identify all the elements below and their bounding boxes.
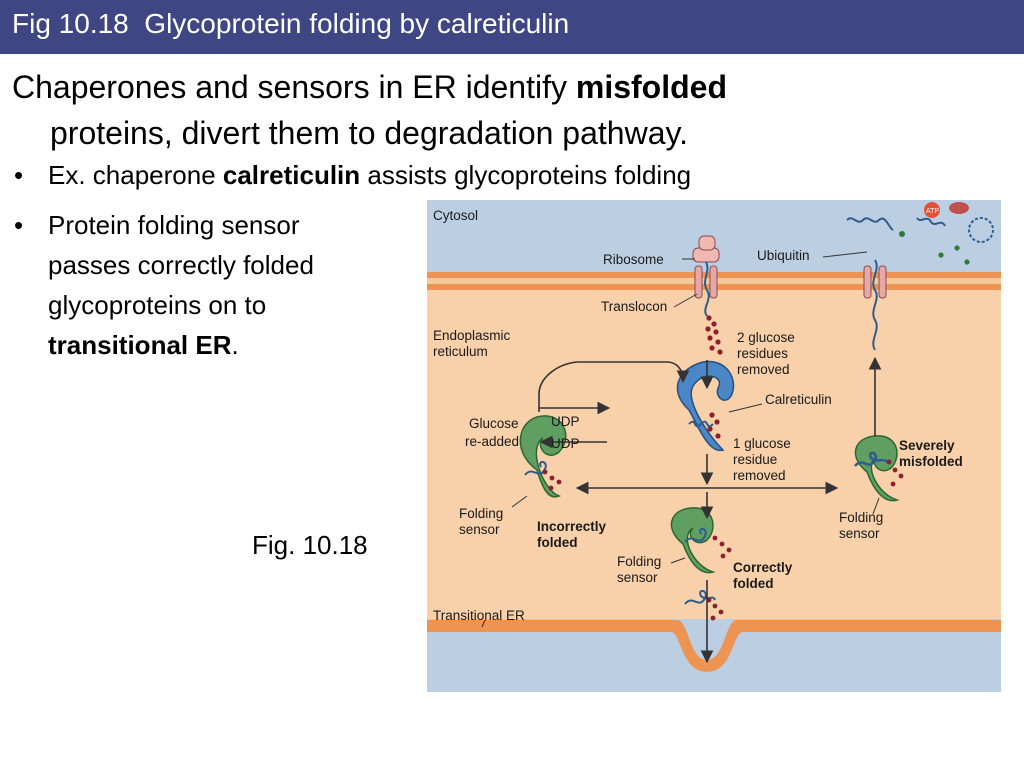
correctly-folded-line1: Correctly (733, 560, 793, 575)
correctly-folded-line2: folded (733, 576, 774, 591)
sub-bullet-line: passes correctly folded (48, 250, 314, 280)
folding-sensor-mid-line1: Folding (617, 554, 661, 569)
folding-sensor-mid-line2: sensor (617, 570, 658, 585)
incorrectly-folded-line2: folded (537, 535, 578, 550)
glucose-readded-line2: re-added (465, 434, 519, 449)
glucose-removed-2-line1: 2 glucose (737, 330, 795, 345)
severely-misfolded-line2: misfolded (899, 454, 963, 469)
figure-caption: Fig. 10.18 (252, 530, 368, 560)
transitional-er-membrane (427, 620, 1001, 672)
folding-sensor-right-line2: sensor (839, 526, 880, 541)
glucose-removed-1-line1: 1 glucose (733, 436, 791, 451)
udp-label-1: UDP (551, 414, 580, 429)
sub-bullet-emphasis: transitional ER (48, 330, 232, 360)
ribosome-label: Ribosome (603, 252, 664, 267)
sub-bullet-text-end: assists glycoproteins folding (360, 160, 692, 190)
cytosol-label: Cytosol (433, 208, 478, 223)
title-bar: Fig 10.18 Glycoprotein folding by calret… (0, 0, 1024, 54)
glycan-top (705, 315, 723, 355)
main-bullet-emphasis: misfolded (575, 69, 727, 105)
bullet-marker: • (14, 160, 24, 190)
transitional-er-label: Transitional ER (433, 608, 525, 623)
sub-bullet-folding-sensor: • Protein folding sensor passes correctl… (14, 205, 414, 365)
proteasome-atp (924, 202, 940, 218)
calreticulin-chaperone (676, 360, 735, 451)
er-label-line2: reticulum (433, 344, 488, 359)
folding-sensor-incorrect (519, 415, 567, 498)
main-bullet: Chaperones and sensors in ER identify mi… (12, 64, 1012, 156)
glucose-removed-2-line3: removed (737, 362, 790, 377)
folding-sensor-left-line2: sensor (459, 522, 500, 537)
sub-bullet-line: Protein folding sensor (48, 210, 300, 240)
sub-bullet-calreticulin: • Ex. chaperone calreticulin assists gly… (14, 155, 1014, 195)
bullet-marker: • (14, 210, 24, 240)
er-label-line1: Endoplasmic (433, 328, 511, 343)
ubiquitinated-protein (846, 217, 994, 243)
retrotranslocated-protein (872, 259, 878, 351)
calreticulin-folding-diagram: ATP Cy (427, 200, 1001, 692)
calreticulin-label: Calreticulin (765, 392, 832, 407)
calreticulin-substrate (707, 412, 721, 439)
glucose-removed-1-line2: residue (733, 452, 777, 467)
udp-label-2: UDP (551, 436, 580, 451)
glucose-removed-1-line3: removed (733, 468, 786, 483)
folding-sensor-misfolded (854, 435, 900, 502)
sub-bullet-line: glycoproteins on to (48, 290, 267, 320)
ubiquitin-label: Ubiquitin (757, 248, 810, 263)
incorrectly-folded-line1: Incorrectly (537, 519, 607, 534)
main-bullet-text: Chaperones and sensors in ER identify (12, 69, 576, 105)
sub-bullet-text-end: . (231, 330, 239, 360)
severely-misfolded-line1: Severely (899, 438, 955, 453)
nascent-polypeptide (704, 261, 710, 317)
glucose-removed-2-line2: residues (737, 346, 788, 361)
sub-bullet-emphasis: calreticulin (222, 160, 361, 190)
atp-label: ATP (926, 208, 939, 215)
translocon-label: Translocon (601, 299, 667, 314)
translocon-left (694, 265, 718, 299)
folding-sensor-right-line1: Folding (839, 510, 883, 525)
translocon-right (863, 265, 887, 299)
folding-sensor-left-line1: Folding (459, 506, 503, 521)
folding-sensor-correct (670, 507, 716, 574)
sub-bullet-text: Ex. chaperone (48, 160, 223, 190)
glucose-readded-line1: Glucose (469, 416, 519, 431)
slide-title: Fig 10.18 Glycoprotein folding by calret… (12, 8, 570, 39)
main-bullet-continuation: proteins, divert them to degradation pat… (50, 115, 688, 151)
arrow-glucose-readded (538, 361, 690, 412)
